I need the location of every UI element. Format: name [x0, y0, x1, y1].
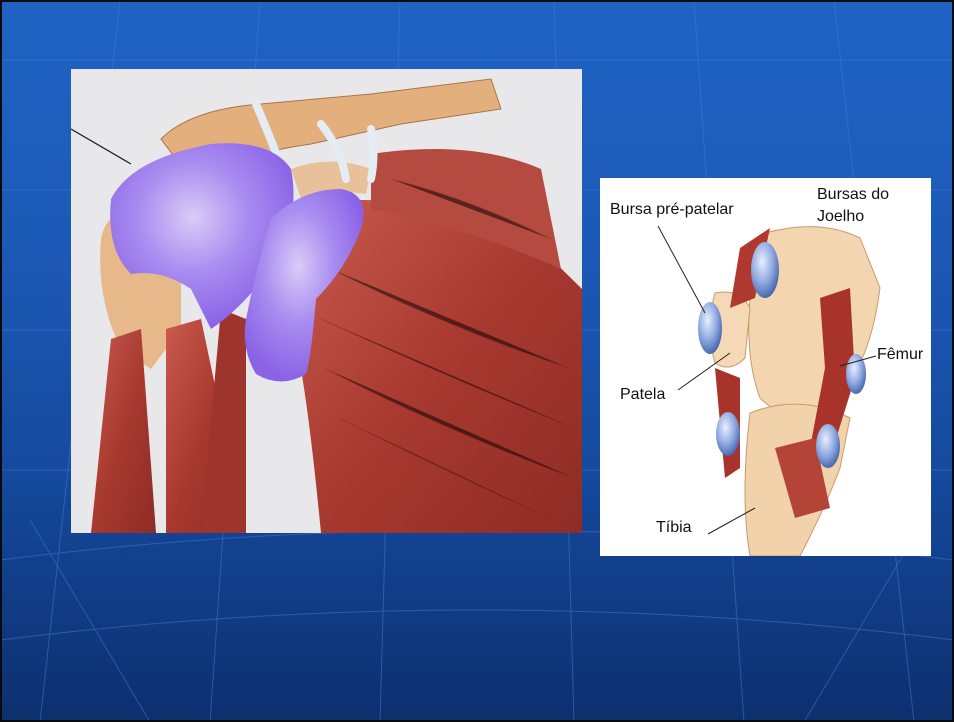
knee-title-line2: Joelho: [817, 208, 864, 226]
label-patela: Patela: [620, 386, 665, 404]
label-femur: Fêmur: [877, 346, 923, 364]
knee-drawing: [600, 178, 931, 556]
label-tibia: Tíbia: [656, 519, 692, 537]
shoulder-drawing: [71, 69, 582, 533]
shoulder-bursa-illustration: [71, 69, 582, 533]
knee-title-line1: Bursas do: [817, 186, 889, 204]
label-bursa-pre-patelar: Bursa pré-patelar: [610, 201, 734, 219]
knee-bursae-illustration: Bursas do Joelho Bursa pré-patelar Fêmur…: [600, 178, 931, 556]
